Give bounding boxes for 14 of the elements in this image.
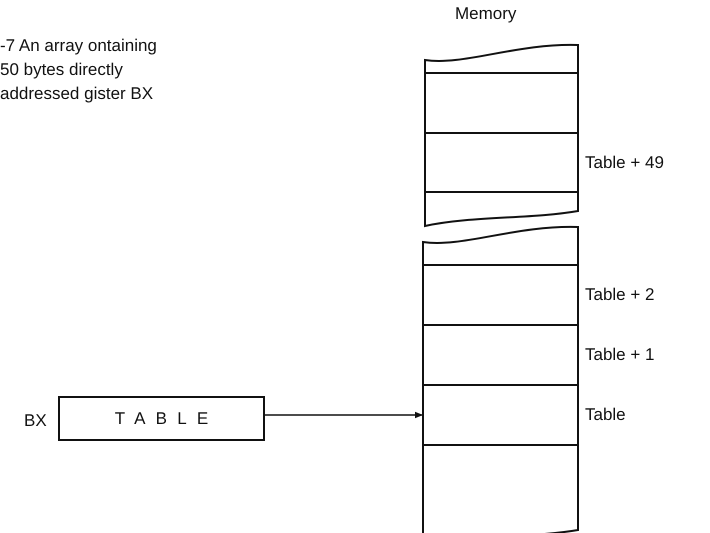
register-value: TABLE: [114, 408, 218, 428]
memory-cell: [423, 445, 578, 533]
address-label: Table + 1: [585, 345, 654, 365]
figure-caption: -7 An array ontaining 50 bytes directly addressed gister BX: [0, 35, 158, 105]
address-label: Table: [585, 405, 626, 425]
address-label: Table + 2: [585, 285, 654, 305]
address-label: Table + 49: [585, 152, 664, 172]
memory-cell: [423, 227, 578, 265]
memory-cell: [425, 73, 578, 133]
column-heading: Memory: [455, 4, 516, 24]
arrow: [265, 412, 423, 418]
memory-cell: [425, 45, 578, 73]
address-label: BX: [24, 410, 47, 430]
memory-cell: [425, 192, 578, 226]
